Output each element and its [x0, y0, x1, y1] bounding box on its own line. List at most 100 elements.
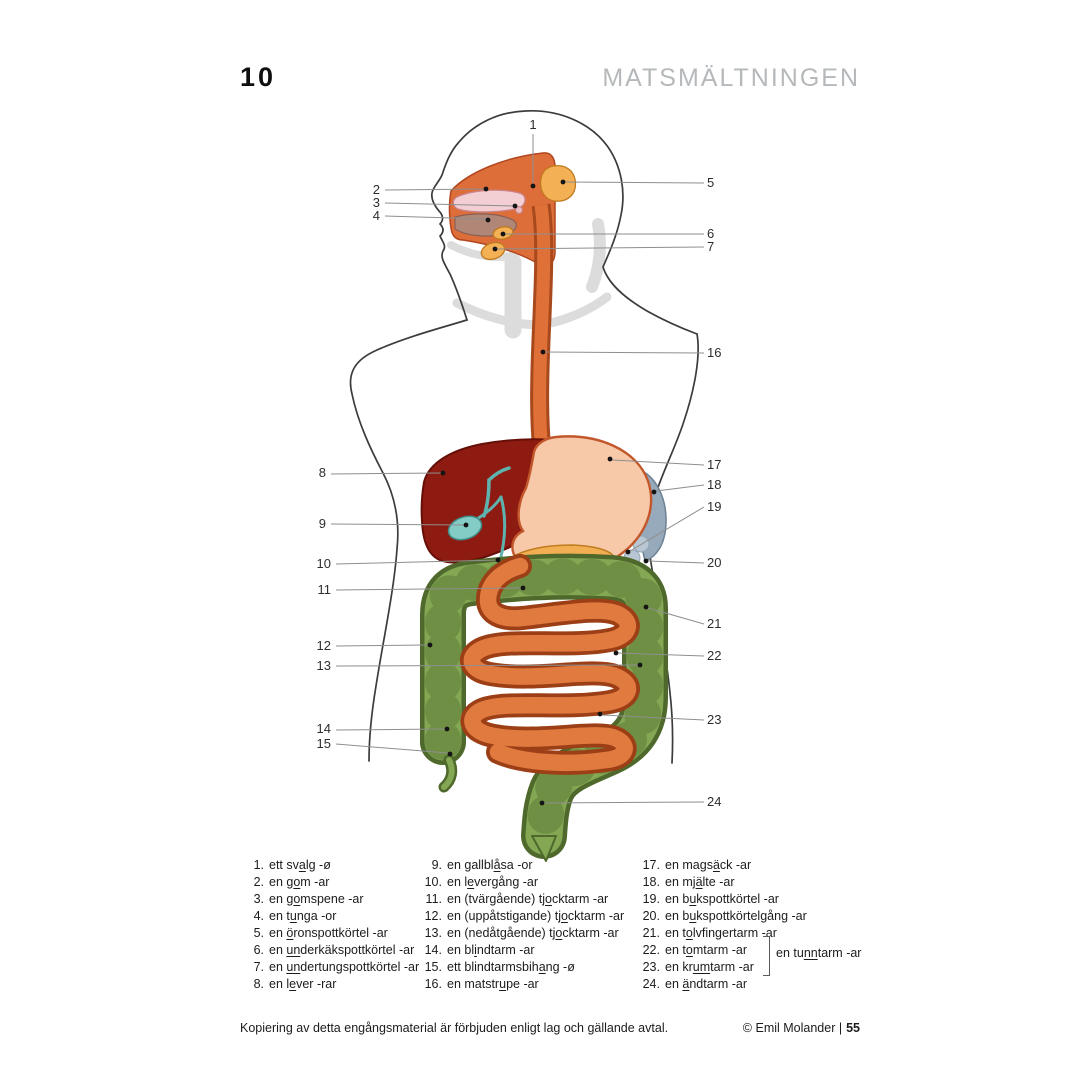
- callout-dot: [427, 642, 433, 648]
- vocab-item-number: 12.: [424, 909, 442, 923]
- vocab-item: 22. en tomtarm -ar: [636, 942, 807, 959]
- vocab-item: 12. en (uppåtstigande) tjocktarm -ar: [418, 908, 625, 925]
- vocab-item-term: en bukspottkörtelgång -ar: [665, 909, 807, 923]
- vocab-item: 18. en mjälte -ar: [636, 874, 807, 891]
- callout-dot: [520, 585, 526, 591]
- mouth-region: [448, 152, 577, 266]
- vocab-item-term: en gom -ar: [269, 875, 330, 889]
- vocab-item-term: en tomtarm -ar: [665, 943, 747, 957]
- callout-22: 22: [707, 648, 721, 663]
- vocab-item-number: 18.: [642, 875, 660, 889]
- author-name: © Emil Molander |: [742, 1021, 843, 1035]
- leader-line: [335, 728, 446, 731]
- vocab-item-term: en undertungspottkörtel -ar: [269, 960, 420, 974]
- callout-1: 1: [529, 117, 536, 132]
- page-title: MATSMÄLTNINGEN: [602, 64, 860, 92]
- callout-14: 14: [317, 721, 331, 736]
- vocab-item: 8.en lever -rar: [240, 976, 419, 993]
- leader-line: [330, 523, 465, 526]
- callout-dot: [613, 650, 619, 656]
- vocab-item-term: en matstrupe -ar: [447, 977, 539, 991]
- callout-dot: [447, 751, 453, 757]
- callout-12: 12: [317, 638, 331, 653]
- callout-5: 5: [707, 175, 714, 190]
- callout-18: 18: [707, 477, 721, 492]
- callout-2: 2: [373, 182, 380, 197]
- vocab-item: 21.en tolvfingertarm -ar: [636, 925, 807, 942]
- author-credit: © Emil Molander |55: [743, 1021, 860, 1035]
- leader-line: [617, 652, 705, 657]
- vocab-item-number: 14.: [424, 943, 442, 957]
- vocab-item: 2.en gom -ar: [240, 874, 419, 891]
- callout-dot: [483, 186, 489, 192]
- vocab-item-number: 19.: [642, 892, 660, 906]
- callout-dot: [463, 522, 469, 528]
- vocab-item-term: en tolvfingertarm -ar: [665, 926, 777, 940]
- vocab-item: 13. en (nedåtgående) tjocktarm -ar: [418, 925, 624, 942]
- vocab-item: 5. en öronspottkörtel -ar: [240, 925, 419, 942]
- vocab-item-term: en öronspottkörtel -ar: [269, 926, 388, 940]
- callout-4: 4: [373, 208, 380, 223]
- callout-21: 21: [707, 616, 721, 631]
- vocab-item-number: 4.: [253, 909, 264, 923]
- leader-lines: [330, 134, 705, 804]
- page-header: 10 MATSMÄLTNINGEN: [240, 62, 860, 93]
- vocab-item: 19.en bukspottkörtel -ar: [636, 891, 807, 908]
- leader-line: [611, 459, 705, 466]
- vocab-item-term: en magsäck -ar: [665, 858, 752, 872]
- leader-line: [384, 188, 485, 191]
- callout-dot: [643, 558, 649, 564]
- vocab-item: 4.en tunga -or: [240, 908, 419, 925]
- callout-15: 15: [317, 736, 331, 751]
- callout-numbers: 1 2 3 4 5 6 7 8 9 10 11 12 13 14 15 16 1…: [317, 117, 722, 809]
- callout-3: 3: [373, 195, 380, 210]
- vocab-item-number: 16.: [424, 977, 442, 991]
- vocab-item-number: 5.: [253, 926, 264, 940]
- callout-20: 20: [707, 555, 721, 570]
- vocab-item: 16. en matstrupe -ar: [418, 976, 624, 993]
- callout-23: 23: [707, 712, 721, 727]
- callout-dot: [444, 726, 450, 732]
- vocab-item-number: 24.: [642, 977, 660, 991]
- leader-line: [384, 215, 487, 220]
- vocab-item-term: en (uppåtstigande) tjocktarm -ar: [447, 909, 625, 923]
- callout-16: 16: [707, 345, 721, 360]
- callout-dot: [539, 800, 545, 806]
- callout-13: 13: [317, 658, 331, 673]
- vocab-item-number: 22.: [642, 943, 660, 957]
- vocab-item-number: 13.: [424, 926, 442, 940]
- callout-dot: [492, 246, 498, 252]
- vocab-item: 15.ett blindtarmsbihang -ø: [418, 959, 624, 976]
- callout-dot: [485, 217, 491, 223]
- leader-line: [629, 506, 705, 552]
- callout-dot: [530, 183, 536, 189]
- vocab-column-1: 1.ett svalg -ø 2.en gom -ar 3.en gomspen…: [240, 857, 420, 993]
- callout-dot: [597, 711, 603, 717]
- leader-line: [647, 560, 705, 564]
- leader-line: [564, 181, 705, 184]
- small-intestine-bracket-label: en tunntarm -ar: [776, 946, 862, 960]
- callout-6: 6: [707, 226, 714, 241]
- callout-24: 24: [707, 794, 721, 809]
- leader-line: [647, 607, 705, 625]
- page-number: 55: [846, 1021, 860, 1035]
- parotid-gland-shape: [539, 164, 577, 202]
- vocab-item-term: en (nedåtgående) tjocktarm -ar: [447, 926, 619, 940]
- vocab-item-number: 20.: [642, 909, 660, 923]
- leader-line: [335, 743, 449, 754]
- vocab-item: 14.en blindtarm -ar: [418, 942, 624, 959]
- callout-dot: [512, 203, 518, 209]
- vocab-item-term: en ändtarm -ar: [665, 977, 747, 991]
- vocab-column-2: 9.en gallblåsa -or 10.en levergång -ar 1…: [418, 857, 625, 993]
- chapter-number: 10: [240, 62, 277, 92]
- vocab-item-term: ett svalg -ø: [269, 858, 331, 872]
- callout-dot: [540, 349, 546, 355]
- vocab-item-number: 23.: [642, 960, 660, 974]
- callout-dots: [427, 179, 657, 806]
- callout-dot: [637, 662, 643, 668]
- vocab-item-term: en mjälte -ar: [665, 875, 735, 889]
- vocab-item: 7.en undertungspottkörtel -ar: [240, 959, 420, 976]
- callout-dot: [625, 549, 631, 555]
- vocab-item: 24. en ändtarm -ar: [636, 976, 807, 993]
